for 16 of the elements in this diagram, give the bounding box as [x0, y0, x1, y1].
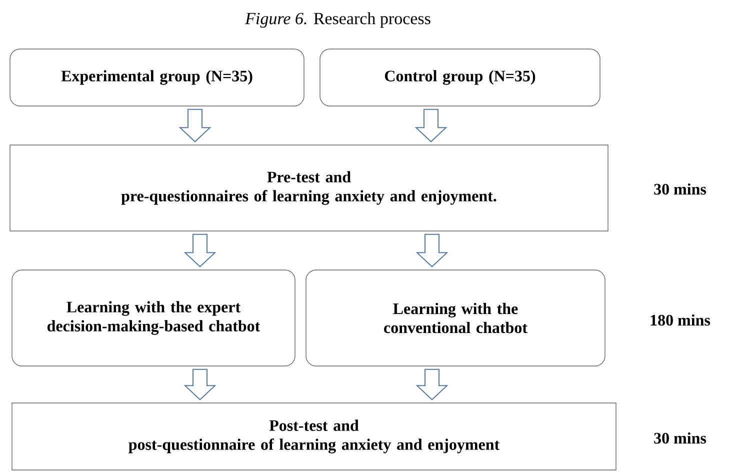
process-box: Post-test and post-questionnaire of learning anxiety and enjoyment — [12, 402, 616, 470]
block-arrow — [416, 234, 448, 268]
block-arrow — [178, 108, 212, 142]
block-arrow — [416, 368, 448, 400]
duration-label: 180 mins — [650, 314, 710, 326]
rounded-box: Learning with the conventional chatbot — [306, 270, 606, 366]
duration-label: 30 mins — [654, 432, 706, 444]
rounded-box: Learning with the expert decision-making-based chatbot — [12, 270, 296, 366]
block-arrow — [184, 368, 216, 400]
duration-label: 30 mins — [654, 183, 706, 195]
rounded-box: Control group (N=35) — [320, 48, 600, 106]
block-arrow — [414, 108, 448, 142]
process-box: Pre-test and pre-questionnaires of learning anxiety and enjoyment. — [10, 144, 608, 232]
figure-title: Figure 6. Research process — [245, 12, 430, 28]
block-arrow — [184, 234, 216, 268]
rounded-box: Experimental group (N=35) — [10, 48, 304, 106]
